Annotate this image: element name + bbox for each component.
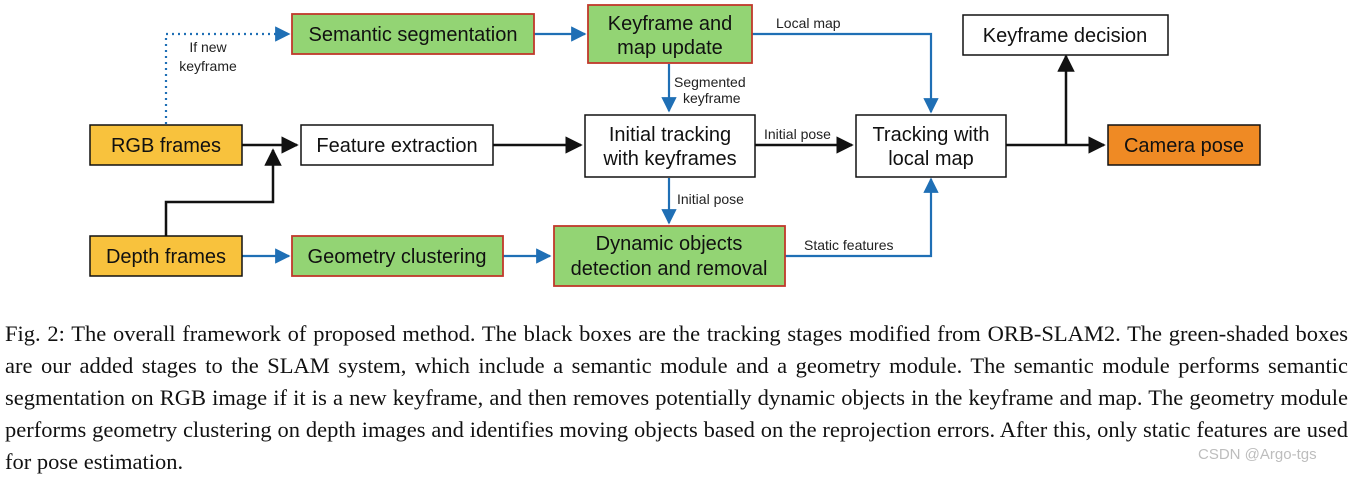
box-geometry-clustering: Geometry clustering bbox=[291, 235, 504, 277]
watermark: CSDN @Argo-tgs bbox=[1198, 446, 1317, 463]
arrow-rgb-to-segmentation bbox=[164, 26, 291, 124]
box-keyframe-map-update: Keyframe and map update bbox=[587, 4, 753, 64]
arrow-depth-to-feature bbox=[164, 148, 282, 236]
figure-caption: Fig. 2: The overall framework of propose… bbox=[5, 321, 1348, 474]
label-initial-pose-right: Initial pose bbox=[764, 126, 831, 142]
label-if-new-keyframe-2: keyframe bbox=[179, 58, 237, 74]
svg-text:detection and removal: detection and removal bbox=[571, 258, 768, 280]
box-rgb-frames: RGB frames bbox=[89, 124, 243, 166]
box-feature-extraction: Feature extraction bbox=[300, 124, 494, 166]
box-depth-frames: Depth frames bbox=[89, 235, 243, 277]
svg-text:Semantic segmentation: Semantic segmentation bbox=[308, 24, 517, 46]
svg-text:Camera pose: Camera pose bbox=[1124, 135, 1244, 157]
svg-text:RGB frames: RGB frames bbox=[111, 135, 221, 157]
svg-text:Dynamic objects: Dynamic objects bbox=[596, 233, 743, 255]
box-camera-pose: Camera pose bbox=[1107, 124, 1261, 166]
svg-text:Depth frames: Depth frames bbox=[106, 246, 226, 268]
label-segmented-keyframe: Segmented bbox=[674, 74, 746, 90]
label-local-map: Local map bbox=[776, 15, 841, 31]
label-initial-pose-down: Initial pose bbox=[677, 191, 744, 207]
svg-text:Geometry clustering: Geometry clustering bbox=[308, 246, 487, 268]
label-if-new-keyframe: If new bbox=[189, 39, 227, 55]
svg-text:map update: map update bbox=[617, 37, 723, 59]
svg-text:Keyframe decision: Keyframe decision bbox=[983, 25, 1148, 47]
box-initial-tracking: Initial tracking with keyframes bbox=[584, 114, 756, 178]
arrow-dynamic-to-localmap bbox=[785, 177, 939, 258]
box-keyframe-decision: Keyframe decision bbox=[962, 14, 1169, 56]
svg-text:Feature extraction: Feature extraction bbox=[316, 135, 477, 157]
box-dynamic-objects: Dynamic objects detection and removal bbox=[553, 225, 786, 287]
label-segmented-keyframe-2: keyframe bbox=[683, 90, 741, 106]
black-arrows bbox=[164, 54, 1106, 236]
svg-text:Initial tracking: Initial tracking bbox=[609, 124, 731, 146]
svg-text:with keyframes: with keyframes bbox=[602, 148, 736, 170]
box-semantic-segmentation: Semantic segmentation bbox=[291, 13, 535, 55]
framework-diagram: RGB frames Depth frames Semantic segment… bbox=[89, 4, 1261, 287]
svg-text:local map: local map bbox=[888, 148, 974, 170]
label-static-features: Static features bbox=[804, 237, 894, 253]
box-tracking-local-map: Tracking with local map bbox=[855, 114, 1007, 178]
svg-text:Keyframe and: Keyframe and bbox=[608, 13, 733, 35]
arrow-keyframe-update-to-localmap bbox=[752, 32, 939, 114]
svg-text:Tracking with: Tracking with bbox=[872, 124, 989, 146]
blue-arrows bbox=[164, 26, 939, 264]
